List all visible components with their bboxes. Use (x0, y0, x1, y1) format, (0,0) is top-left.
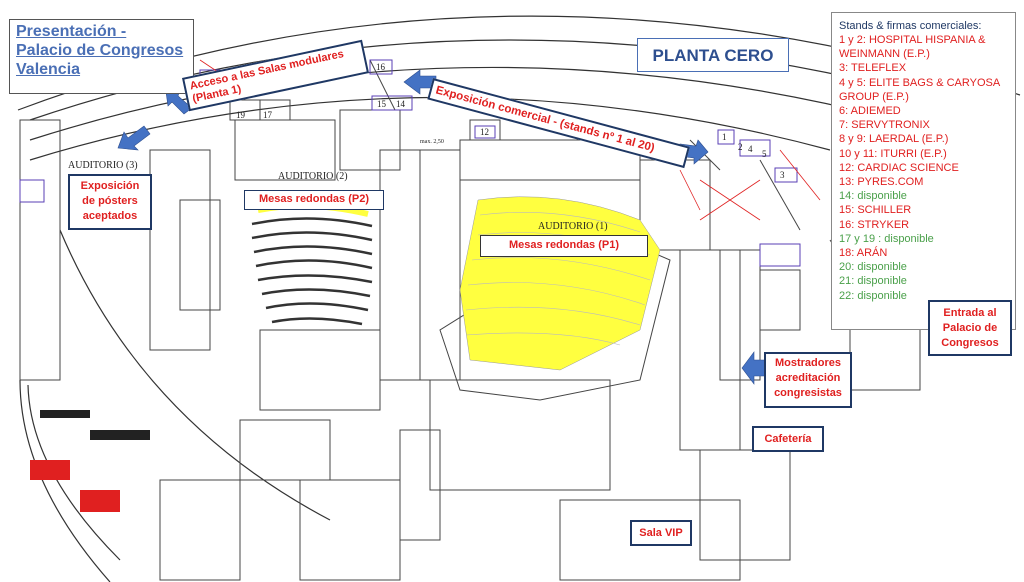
legend-item: 21: disponible (839, 275, 907, 288)
sala-vip-label: Sala VIP (630, 520, 692, 546)
legend-item: 20: disponible (839, 261, 907, 274)
title-line: Valencia (16, 61, 81, 78)
entrada-label: Entrada al Palacio de Congresos (928, 300, 1012, 356)
entrada-line: Entrada al (943, 307, 997, 319)
auditorium-3-label: AUDITORIO (3) (68, 160, 138, 171)
stand-number: 16 (376, 62, 386, 72)
mostradores-line: congresistas (774, 387, 842, 399)
entrada-line: Congresos (941, 337, 999, 349)
legend-item: 10 y 11: ITURRI (E.P.) (839, 147, 947, 160)
legend-item: 7: SERVYTRONIX (839, 119, 930, 132)
legend-item: 22: disponible (839, 289, 907, 302)
posters-label: Exposición de pósters aceptados (68, 174, 152, 230)
cafeteria-label: Cafetería (752, 426, 824, 452)
legend-list: 1 y 2: HOSPITAL HISPANIA & WEINMANN (E.P.… (839, 33, 1008, 303)
arrow-posters-icon (117, 125, 151, 151)
legend-item: 18: ARÁN (839, 247, 888, 260)
floor-label: PLANTA CERO (637, 38, 789, 72)
stand-number: 15 (377, 99, 387, 109)
legend-item: 3: TELEFLEX (839, 62, 907, 75)
legend-item: 6: ADIEMED (839, 105, 901, 118)
legend-item: 16: STRYKER (839, 218, 910, 231)
stand-number: 12 (480, 127, 489, 137)
stand-number: 2 (738, 142, 743, 152)
legend-item: 15: SCHILLER (839, 204, 912, 217)
stands-legend: Stands & firmas comerciales: 1 y 2: HOSP… (831, 12, 1016, 330)
stand-number: 4 (748, 144, 753, 154)
legend-item: 12: CARDIAC SCIENCE (839, 161, 959, 174)
left-exhibit-area (30, 410, 150, 512)
presentation-title-box: Presentación - Palacio de Congresos Vale… (9, 19, 194, 94)
legend-item: 8 y 9: LAERDAL (E.P.) (839, 133, 949, 146)
stand-number: 3 (780, 170, 785, 180)
mostradores-line: acreditación (775, 372, 841, 384)
auditorium-1-label: AUDITORIO (1) (538, 221, 608, 232)
title-line: Palacio de Congresos (16, 42, 184, 59)
ceiling-height-note: max. 2,50 (420, 139, 444, 145)
auditorium-2-label: AUDITORIO (2) (278, 171, 348, 182)
legend-heading: Stands & firmas comerciales: (839, 20, 982, 32)
title-line: Presentación - (16, 23, 127, 40)
mesas-redondas-p1-label: Mesas redondas (P1) (480, 235, 648, 257)
stand-number: 1 (722, 132, 727, 142)
legend-item: 1 y 2: HOSPITAL HISPANIA & (839, 34, 986, 46)
legend-item: 14: disponible (839, 190, 907, 203)
stand-number: 19 (236, 110, 246, 120)
legend-item: 17 y 19 : disponible (839, 232, 934, 245)
stand-number: 14 (396, 99, 406, 109)
mostradores-line: Mostradores (774, 357, 842, 369)
auditorium-2-seating (251, 202, 373, 326)
legend-item: GROUP (E.P.) (839, 90, 909, 103)
legend-item: WEINMANN (E.P.) (839, 48, 930, 61)
legend-item: 4 y 5: ELITE BAGS & CARYOSA (839, 76, 1001, 89)
mesas-redondas-p2-label: Mesas redondas (P2) (244, 190, 384, 210)
stand-number: 5 (762, 149, 767, 159)
stand-number: 17 (263, 110, 273, 120)
posters-line: Exposición (80, 180, 140, 192)
posters-line: de pósters (82, 195, 138, 207)
entrada-line: Palacio de (942, 322, 998, 334)
legend-item: 13: PYRES.COM (839, 176, 924, 189)
mostradores-label: Mostradores acreditación congresistas (764, 352, 852, 408)
posters-line: aceptados (82, 210, 138, 222)
walls (19, 59, 921, 581)
